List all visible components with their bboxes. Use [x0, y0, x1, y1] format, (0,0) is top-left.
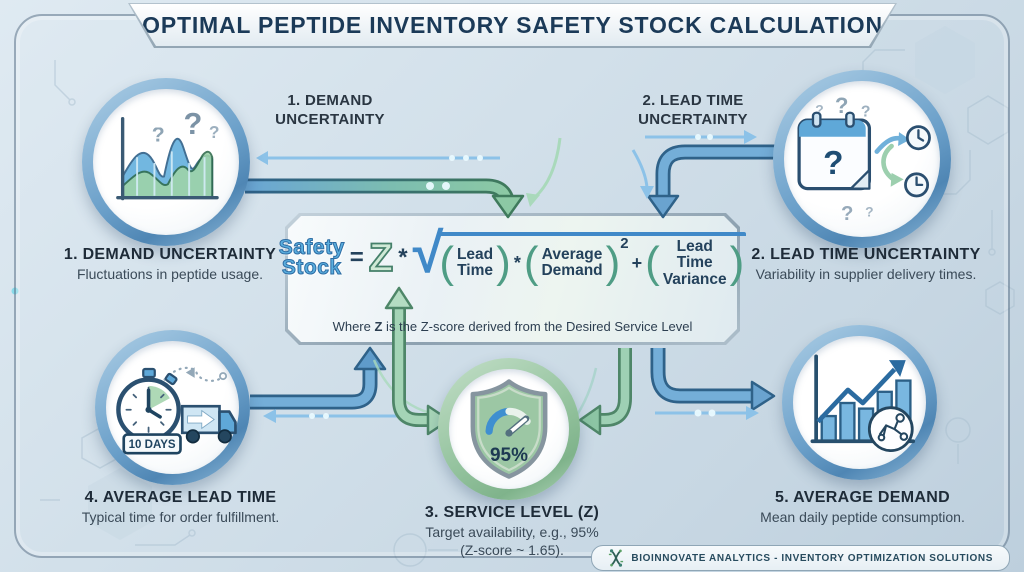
bioinnovate-logo-icon	[609, 549, 624, 567]
svg-text:?: ?	[184, 109, 203, 141]
node2-heading: 2. LEAD TIME UNCERTAINTY	[751, 246, 981, 263]
title-banner: OPTIMAL PEPTIDE INVENTORY SAFETY STOCK C…	[130, 4, 895, 46]
node1-caption: Fluctuations in peptide usage.	[76, 266, 263, 282]
multiply-sign: *	[398, 244, 408, 272]
label-service-level: 3. SERVICE LEVEL (Z) Target availability…	[392, 504, 632, 559]
svg-text:?: ?	[815, 102, 823, 118]
node-lead-time-uncertainty: ? ? ? ? ? ?	[773, 70, 951, 248]
node-average-lead-time: 10 DAYS	[95, 330, 250, 485]
stopwatch-truck-icon: 10 DAYS	[116, 366, 237, 455]
service-level-badge: 95%	[490, 445, 528, 466]
label-average-demand: 5. AVERAGE DEMAND Mean daily peptide con…	[735, 489, 990, 527]
formula-lhs: Safety Stock	[278, 236, 345, 280]
svg-text:?: ?	[835, 94, 849, 118]
footer-brand-pill: BIOINNOVATE ANALYTICS - INVENTORY OPTIMI…	[591, 545, 1010, 571]
svg-text:?: ?	[841, 203, 853, 224]
plus-sign: +	[631, 252, 643, 273]
equals-sign: =	[349, 244, 364, 272]
svg-text:?: ?	[152, 124, 165, 147]
label-lead-time-uncertainty: 2. LEAD TIME UNCERTAINTY Variability in …	[735, 246, 997, 284]
formula-note: Where Z is the Z-score derived from the …	[332, 319, 693, 334]
page-title: OPTIMAL PEPTIDE INVENTORY SAFETY STOCK C…	[142, 11, 883, 38]
label-average-lead-time: 4. AVERAGE LEAD TIME Typical time for or…	[48, 489, 313, 527]
flow-label-lead-time: 2. LEAD TIME UNCERTAINTY	[638, 92, 748, 128]
svg-text:?: ?	[209, 122, 220, 142]
node4-caption: Typical time for order fulfillment.	[81, 509, 280, 525]
calendar-question-clocks-icon: ? ? ? ? ? ?	[797, 94, 931, 224]
node-average-demand	[782, 325, 937, 480]
formula-box	[288, 216, 737, 342]
flow-label-demand: 1. DEMAND UNCERTAINTY	[275, 92, 385, 128]
node2-caption: Variability in supplier delivery times.	[755, 266, 977, 282]
node4-heading: 4. AVERAGE LEAD TIME	[84, 489, 277, 506]
node3-heading: 3. SERVICE LEVEL (Z)	[424, 504, 600, 521]
z-variable: Z	[368, 236, 394, 281]
node5-caption: Mean daily peptide consumption.	[760, 509, 965, 525]
fluctuating-area-chart-icon: ? ? ?	[116, 109, 220, 201]
svg-text:?: ?	[865, 203, 873, 219]
exponent: 2	[620, 235, 629, 252]
node1-heading: 1. DEMAND UNCERTAINTY	[63, 246, 277, 263]
node-service-level: 95%	[438, 358, 580, 500]
svg-text:?: ?	[861, 103, 871, 120]
footer-brand-text: BIOINNOVATE ANALYTICS - INVENTORY OPTIMI…	[631, 552, 993, 564]
node-demand-uncertainty: ? ? ?	[82, 78, 250, 246]
shield-gauge-icon: 95%	[470, 379, 548, 479]
lead-time-badge: 10 DAYS	[129, 438, 176, 450]
multiply-sign-2: *	[513, 252, 521, 273]
label-demand-uncertainty: 1. DEMAND UNCERTAINTY Fluctuations in pe…	[40, 246, 300, 284]
node3-caption: Target availability, e.g., 95%	[425, 524, 599, 540]
rising-bar-chart-molecule-icon	[810, 353, 915, 452]
svg-text:?: ?	[823, 145, 843, 182]
node5-heading: 5. AVERAGE DEMAND	[775, 489, 950, 506]
node3-caption2: (Z-score ~ 1.65).	[460, 541, 564, 558]
